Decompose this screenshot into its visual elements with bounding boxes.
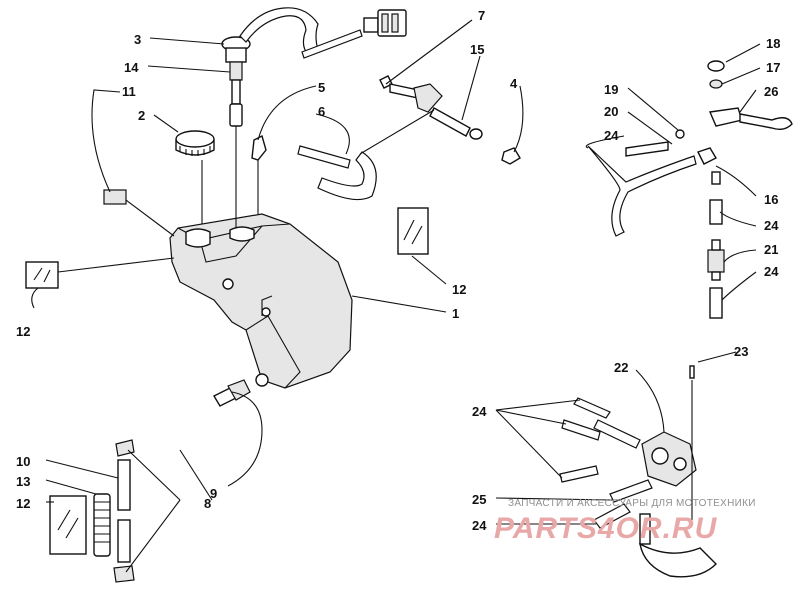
callout-24-bottom: 24 [472,518,487,533]
callout-9: 9 [210,486,217,501]
callout-2: 2 [138,108,145,123]
vent-fitting-and-hose [251,134,377,214]
callout-24-top: 24 [604,128,619,143]
callout-21: 21 [764,242,778,257]
callout-16: 16 [764,192,778,207]
callout-14: 14 [124,60,139,75]
callout-8: 8 [204,496,211,511]
mount-bracket [379,75,521,165]
callout-5: 5 [318,80,325,95]
drain-fitting [213,379,251,407]
callout-24-low: 24 [764,264,779,279]
callout-26: 26 [764,84,778,99]
callout-7: 7 [478,8,485,23]
watermark-brand: PARTS4OR.RU [494,512,718,545]
callout-15: 15 [470,42,484,57]
leader-lines [31,19,761,573]
oil-tank [169,213,353,389]
callout-23: 23 [734,344,748,359]
fuel-filter-assembly [587,60,793,319]
callout-10: 10 [16,454,30,469]
callout-19: 19 [604,82,618,97]
callout-12-right: 12 [452,282,466,297]
callout-24-pump: 24 [472,404,487,419]
decals [25,189,429,289]
drain-hose-kit [49,439,135,583]
callout-20: 20 [604,104,618,119]
callout-12-left: 12 [16,324,30,339]
watermark: ЗАПЧАСТИ И АКСЕССУАРЫ ДЛЯ МОТОТЕХНИКИ PA… [494,498,756,545]
callout-22: 22 [614,360,628,375]
callout-18: 18 [766,36,780,51]
watermark-caption: ЗАПЧАСТИ И АКСЕССУАРЫ ДЛЯ МОТОТЕХНИКИ [508,498,756,509]
callout-numbers: 1 2 3 14 11 5 6 7 15 4 12 12 9 8 10 13 1… [16,8,780,533]
oil-level-sender [221,7,407,228]
filler-cap [175,130,215,224]
callout-17: 17 [766,60,780,75]
callout-11: 11 [122,84,136,99]
callout-1: 1 [452,306,459,321]
callout-4: 4 [510,76,518,91]
callout-13: 13 [16,474,30,489]
callout-25: 25 [472,492,486,507]
callout-12-bottom: 12 [16,496,30,511]
callout-6: 6 [318,104,325,119]
callout-3: 3 [134,32,141,47]
callout-24-mid: 24 [764,218,779,233]
oil-injection-pump [559,365,717,578]
